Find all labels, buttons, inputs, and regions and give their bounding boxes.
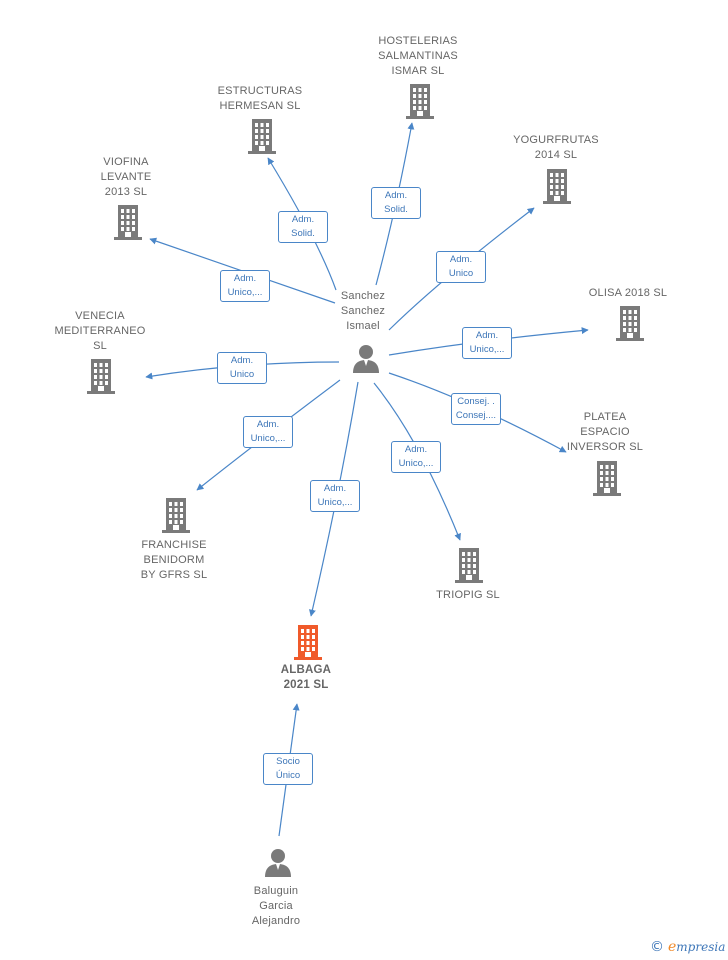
edge-label-line: Solid.	[384, 204, 408, 215]
edge-label-line: Unico	[448, 268, 474, 279]
node-label: OLISA 2018 SL	[588, 287, 668, 299]
company-node-olisa[interactable]: OLISA 2018 SL	[568, 286, 688, 301]
building-icon[interactable]	[451, 546, 487, 584]
node-label: ESTRUCTURAS HERMESAN SL	[217, 85, 303, 112]
node-label: VIOFINA LEVANTE 2013 SL	[100, 156, 152, 198]
copyright-icon: ©	[650, 939, 664, 955]
edge-label-sanchez-estructuras[interactable]: Adm. Solid.	[278, 211, 328, 243]
person-icon[interactable]	[262, 846, 294, 878]
edge-label-line: Adm.	[449, 254, 473, 265]
node-label: FRANCHISE BENIDORM BY GFRS SL	[140, 539, 208, 581]
edge-label-line: Adm.	[404, 444, 428, 455]
company-node-viofina[interactable]: VIOFINA LEVANTE 2013 SL	[66, 155, 186, 200]
edge-label-sanchez-franchise[interactable]: Adm. Unico,...	[243, 416, 293, 448]
building-icon[interactable]	[110, 203, 146, 241]
edge-label-sanchez-triopig[interactable]: Adm. Unico,...	[391, 441, 441, 473]
edge-label-line: Unico	[229, 369, 255, 380]
company-node-hostelerias[interactable]: HOSTELERIAS SALMANTINAS ISMAR SL	[358, 34, 478, 79]
building-icon[interactable]	[158, 496, 194, 534]
edge-label-line: Consej....	[455, 410, 497, 421]
edge-label-line: Consej. .	[457, 396, 495, 407]
building-icon[interactable]	[402, 82, 438, 120]
edge-label-line: Adm.	[384, 190, 408, 201]
edge-label-line: Único	[275, 770, 301, 781]
edge-label-line: Adm.	[291, 214, 315, 225]
node-label: YOGURFRUTAS 2014 SL	[513, 134, 599, 161]
edge-label-sanchez-venecia[interactable]: Adm. Unico	[217, 352, 267, 384]
edge-label-sanchez-albaga[interactable]: Adm. Unico,...	[310, 480, 360, 512]
node-label: ALBAGA 2021 SL	[280, 664, 332, 691]
edge-label-line: Adm.	[233, 273, 257, 284]
edge-label-line: Unico,...	[317, 497, 353, 508]
node-label: VENECIA MEDITERRANEO SL	[54, 310, 146, 352]
edge-label-line: Adm.	[256, 419, 280, 430]
node-label: Baluguin Garcia Alejandro	[251, 885, 301, 927]
edge-label-sanchez-platea[interactable]: Consej. . Consej....	[451, 393, 501, 425]
edge-label-line: Unico,...	[250, 433, 286, 444]
edge-label-line: Socio	[276, 756, 300, 767]
node-label: TRIOPIG SL	[436, 589, 500, 601]
company-node-yogurfrutas[interactable]: YOGURFRUTAS 2014 SL	[496, 133, 616, 163]
edge-label-line: Adm.	[475, 330, 499, 341]
edge-label-line: Unico,...	[398, 458, 434, 469]
building-icon[interactable]	[244, 117, 280, 155]
edge-label-line: Unico,...	[227, 287, 263, 298]
edge-label-line: Unico,...	[469, 344, 505, 355]
person-icon[interactable]	[350, 342, 382, 374]
company-node-triopig[interactable]: TRIOPIG SL	[408, 588, 528, 603]
edge-label-sanchez-hostelerias[interactable]: Adm. Solid.	[371, 187, 421, 219]
company-node-franchise[interactable]: FRANCHISE BENIDORM BY GFRS SL	[114, 538, 234, 583]
edge-label-sanchez-olisa[interactable]: Adm. Unico,...	[462, 327, 512, 359]
building-icon[interactable]	[539, 167, 575, 205]
edge-label-line: Adm.	[323, 483, 347, 494]
node-label: HOSTELERIAS SALMANTINAS ISMAR SL	[378, 35, 458, 77]
edge-label-line: Adm.	[230, 355, 254, 366]
edge-label-sanchez-yogurfrutas[interactable]: Adm. Unico	[436, 251, 486, 283]
brand-logo-text: mpresia	[676, 940, 726, 954]
person-node-baluguin[interactable]: Baluguin Garcia Alejandro	[216, 884, 336, 929]
building-icon[interactable]	[589, 459, 625, 497]
node-label: Sanchez Sanchez Ismael	[340, 290, 386, 332]
node-label: PLATEA ESPACIO INVERSOR SL	[566, 411, 644, 453]
building-icon[interactable]	[290, 623, 326, 661]
company-node-venecia[interactable]: VENECIA MEDITERRANEO SL	[40, 309, 160, 354]
building-icon[interactable]	[612, 304, 648, 342]
edge-label-sanchez-viofina[interactable]: Adm. Unico,...	[220, 270, 270, 302]
company-node-estructuras[interactable]: ESTRUCTURAS HERMESAN SL	[200, 84, 320, 114]
person-node-sanchez[interactable]: Sanchez Sanchez Ismael	[303, 289, 423, 334]
company-node-albaga[interactable]: ALBAGA 2021 SL	[246, 663, 366, 693]
copyright-footer: ©empresia	[650, 939, 725, 959]
building-icon[interactable]	[83, 357, 119, 395]
brand-logo-initial: e	[668, 939, 677, 955]
edge-label-line: Solid.	[291, 228, 315, 239]
company-node-platea[interactable]: PLATEA ESPACIO INVERSOR SL	[545, 410, 665, 455]
